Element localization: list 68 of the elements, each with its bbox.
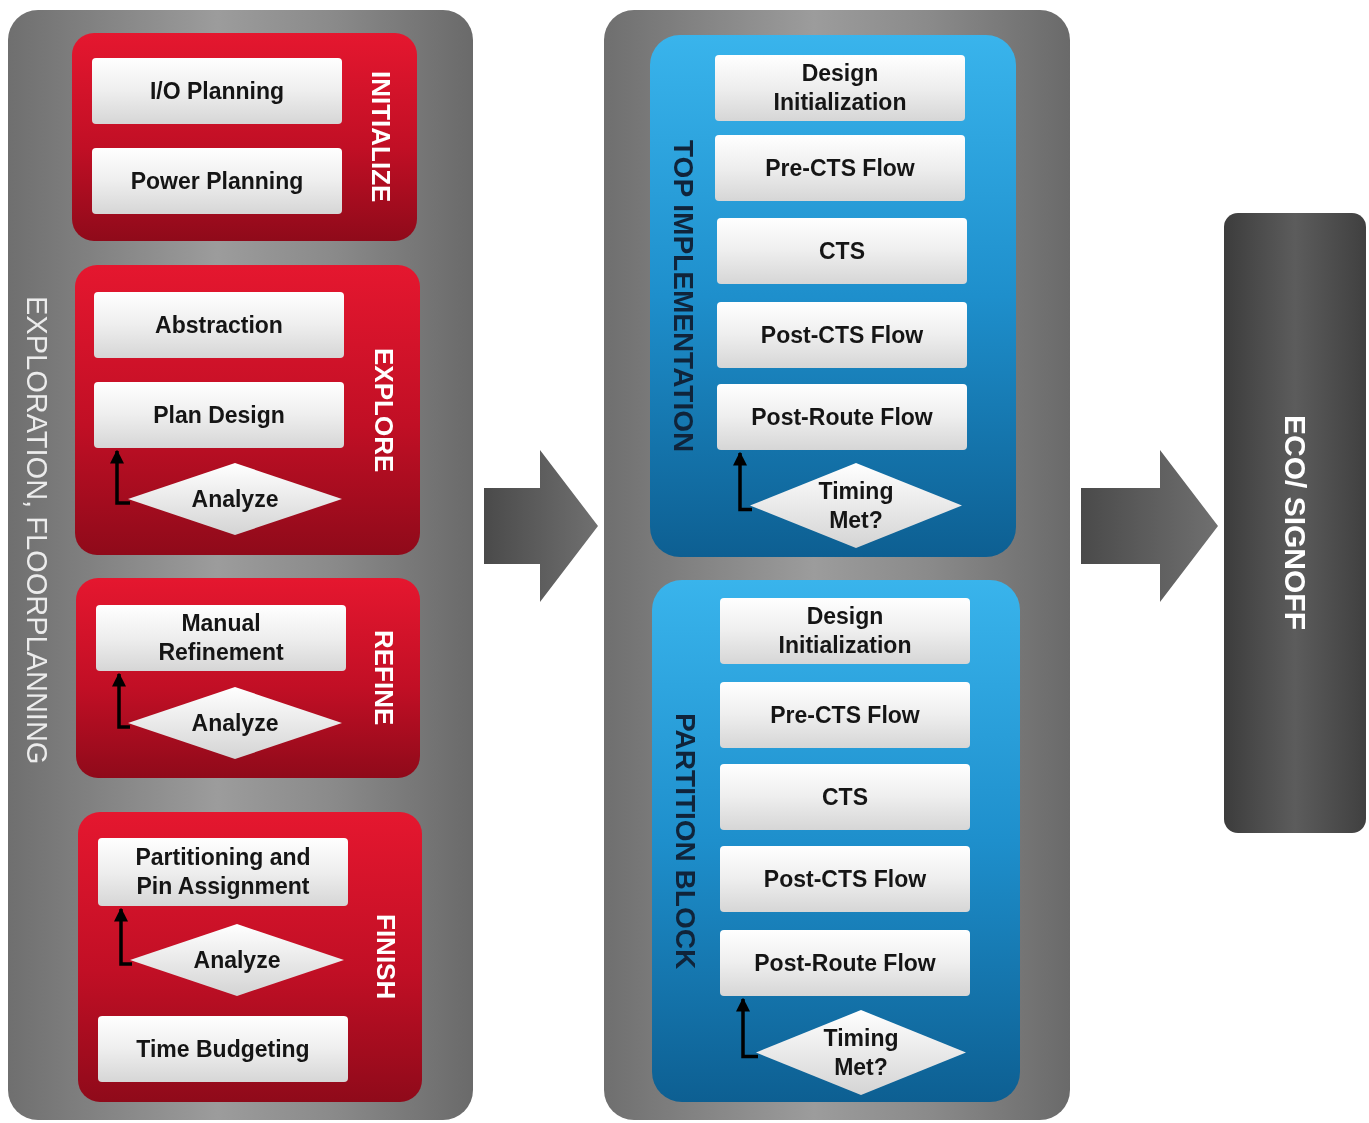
step-box bbox=[715, 55, 965, 121]
step-label: Design Initialization bbox=[777, 602, 913, 660]
panel-title: PARTITION BLOCK bbox=[669, 712, 701, 970]
panel-title: EXPLORATION, FLOORPLANNING bbox=[19, 295, 53, 765]
step-box bbox=[92, 58, 342, 124]
phase-panel bbox=[75, 265, 420, 555]
phase-panel bbox=[72, 33, 417, 241]
feedback-arrow bbox=[114, 907, 132, 966]
block-arrow bbox=[1081, 450, 1218, 602]
block-arrow bbox=[484, 450, 598, 602]
step-label: Post-Route Flow bbox=[751, 402, 933, 432]
step-box bbox=[98, 838, 348, 906]
step-box bbox=[98, 1016, 348, 1082]
step-label: Plan Design bbox=[153, 400, 285, 430]
feedback-arrow bbox=[736, 997, 758, 1059]
panel-title: EXPLORE bbox=[367, 347, 399, 473]
step-label: Design Initialization bbox=[772, 59, 908, 117]
step-label: CTS bbox=[822, 782, 868, 812]
panel-title: INITIALIZE bbox=[364, 71, 396, 203]
flow-panel bbox=[652, 580, 1020, 1102]
decision-label: Timing Met? bbox=[822, 1023, 900, 1082]
step-label: Post-CTS Flow bbox=[760, 320, 924, 350]
step-label: CTS bbox=[819, 236, 865, 266]
step-label: I/O Planning bbox=[149, 76, 285, 106]
phase-panel bbox=[78, 812, 422, 1102]
decision-diamond bbox=[128, 463, 342, 535]
step-box bbox=[720, 764, 970, 830]
step-box bbox=[96, 605, 346, 671]
step-label: Pre-CTS Flow bbox=[765, 153, 915, 183]
step-label: Pre-CTS Flow bbox=[770, 700, 920, 730]
decision-label: Analyze bbox=[193, 945, 281, 975]
flow-panel bbox=[650, 35, 1016, 557]
stage-panel bbox=[8, 10, 473, 1120]
step-label: Time Budgeting bbox=[136, 1034, 310, 1064]
step-box bbox=[720, 682, 970, 748]
step-box bbox=[717, 302, 967, 368]
step-label: Abstraction bbox=[155, 310, 283, 340]
step-box bbox=[94, 382, 344, 448]
panel-title: ECO/ SIGNOFF bbox=[1278, 415, 1312, 631]
feedback-arrow bbox=[733, 451, 752, 512]
decision-diamond bbox=[750, 463, 962, 548]
stage-panel bbox=[1224, 213, 1366, 833]
step-box bbox=[720, 930, 970, 996]
step-box bbox=[717, 218, 967, 284]
step-box bbox=[720, 846, 970, 912]
panel-title: TOP IMPLEMENTATION bbox=[667, 139, 699, 453]
decision-label: Analyze bbox=[191, 484, 279, 514]
step-label: Post-Route Flow bbox=[754, 948, 936, 978]
step-box bbox=[717, 384, 967, 450]
decision-diamond bbox=[756, 1010, 966, 1095]
step-box bbox=[720, 598, 970, 664]
step-label: Power Planning bbox=[130, 166, 304, 196]
decision-label: Analyze bbox=[191, 708, 279, 738]
step-box bbox=[94, 292, 344, 358]
phase-panel bbox=[76, 578, 420, 778]
stage-panel bbox=[604, 10, 1070, 1120]
step-label: Post-CTS Flow bbox=[763, 864, 927, 894]
panel-title: FINISH bbox=[369, 914, 401, 1000]
decision-label: Timing Met? bbox=[817, 476, 895, 535]
feedback-arrow bbox=[110, 449, 130, 505]
step-box bbox=[92, 148, 342, 214]
decision-diamond bbox=[128, 687, 342, 759]
step-box bbox=[715, 135, 965, 201]
feedback-arrow bbox=[112, 672, 130, 729]
panel-title: REFINE bbox=[367, 630, 399, 726]
step-label: Partitioning and Pin Assignment bbox=[134, 843, 312, 901]
decision-diamond bbox=[130, 924, 344, 996]
step-label: Manual Refinement bbox=[157, 609, 285, 667]
